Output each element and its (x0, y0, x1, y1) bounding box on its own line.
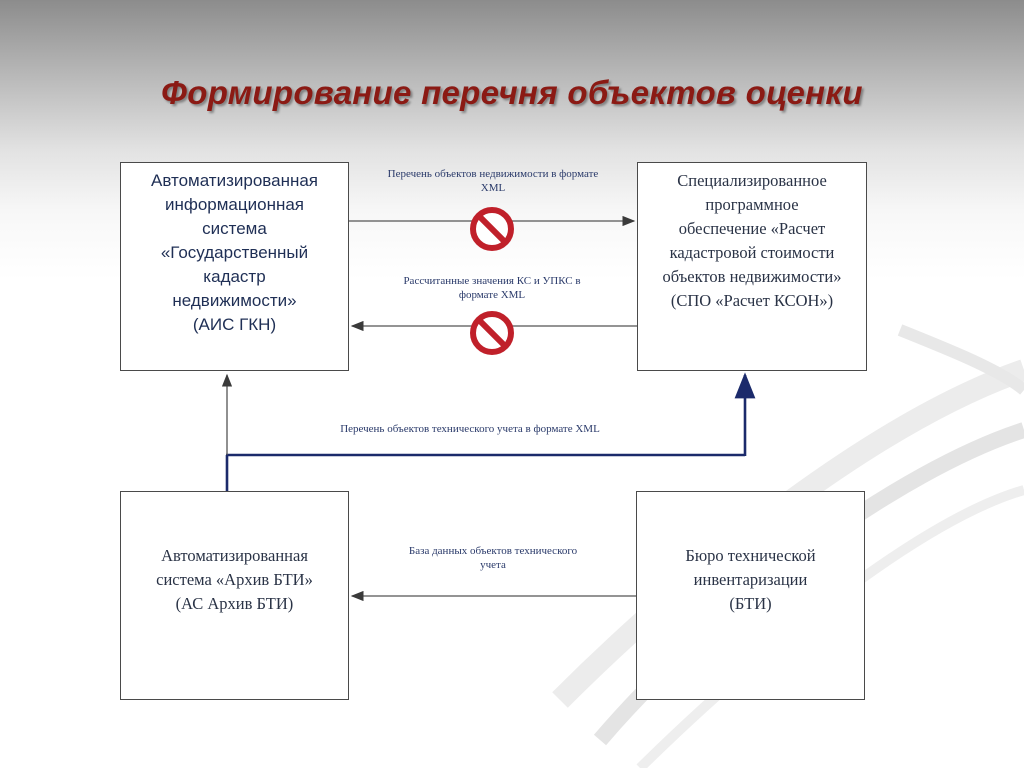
no-entry-icon (470, 311, 514, 355)
label-line: формате XML (458, 289, 526, 301)
box-line: система «Архив БТИ» (156, 570, 313, 589)
box-line: (АИС ГКН) (192, 315, 277, 334)
label-line: учета (480, 559, 506, 571)
label-bti-to-archive: База данных объектов технического учета (380, 544, 606, 572)
box-line: кадастр (203, 267, 266, 286)
page-title: Формирование перечня объектов оценки (161, 74, 863, 111)
box-line: (АС Архив БТИ) (175, 594, 294, 613)
box-line: Автоматизированная (161, 546, 308, 565)
box-line: (СПО «Расчет КСОН») (670, 291, 834, 310)
label-line: Перечень объектов недвижимости в формате (387, 168, 599, 180)
box-as-archive-bti: Автоматизированная система «Архив БТИ» (… (120, 491, 349, 700)
no-entry-icon (470, 207, 514, 251)
label-spo-to-ais: Рассчитанные значения КС и УПКС в формат… (372, 274, 612, 302)
box-line: программное (705, 195, 799, 214)
label-line: Перечень объектов технического учета в ф… (340, 423, 600, 435)
label-line: Рассчитанные значения КС и УПКС в (403, 275, 581, 287)
box-line: Специализированное (677, 171, 827, 190)
box-line: Автоматизированная (150, 171, 319, 190)
box-line: кадастровой стоимости (669, 243, 835, 262)
box-line: система (202, 219, 267, 238)
label-line: XML (480, 182, 506, 194)
box-ais-gkn: Автоматизированная информационная систем… (120, 162, 349, 371)
label-archive-to-systems: Перечень объектов технического учета в ф… (300, 422, 640, 436)
box-line: инвентаризации (693, 570, 808, 589)
box-line: «Государственный (160, 243, 309, 262)
box-line: Бюро технической (685, 546, 816, 565)
box-line: обеспечение «Расчет (678, 219, 826, 238)
box-line: информационная (164, 195, 305, 214)
box-line: объектов недвижимости» (662, 267, 842, 286)
label-line: База данных объектов технического (408, 545, 578, 557)
label-ais-to-spo: Перечень объектов недвижимости в формате… (352, 167, 634, 195)
box-line: недвижимости» (172, 291, 297, 310)
box-line: (БТИ) (729, 594, 772, 613)
box-bti: Бюро технической инвентаризации (БТИ) (636, 491, 865, 700)
box-spo-kson: Специализированное программное обеспечен… (637, 162, 867, 371)
